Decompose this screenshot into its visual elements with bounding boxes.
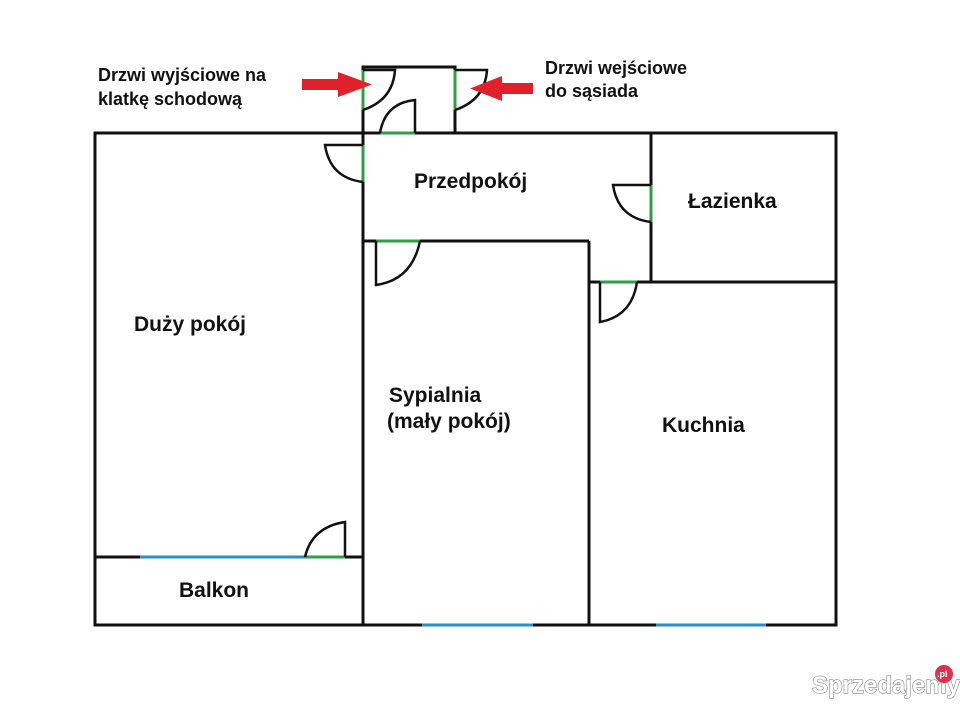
room-label-kitchen: Kuchnia xyxy=(662,414,745,437)
exit-door-arrow xyxy=(302,72,372,97)
balcony-door-swing xyxy=(303,520,347,558)
room-label-bathroom: Łazienka xyxy=(688,190,777,213)
neighbor-door-arrow xyxy=(470,76,533,101)
room-label-bedroom-line2: (mały pokój) xyxy=(387,410,511,433)
exit-door-label-line1: Drzwi wyjściowe na xyxy=(98,65,267,85)
neighbor-door-swing xyxy=(454,68,489,112)
exit-door-label-line2: klatkę schodową xyxy=(98,89,243,109)
windows xyxy=(140,555,766,627)
room-label-hallway: Przedpokój xyxy=(414,170,527,193)
watermark: Sprzedajemy .pl xyxy=(811,665,960,700)
walls xyxy=(93,65,838,627)
room-label-bedroom-line1: Sypialnia xyxy=(389,384,482,407)
bathroom-door-swing xyxy=(611,183,652,224)
room-label-balcony: Balkon xyxy=(179,579,249,602)
watermark-badge-text: .pl xyxy=(937,669,948,679)
door-swings xyxy=(303,68,652,558)
room-label-living-room: Duży pokój xyxy=(134,313,246,336)
watermark-badge xyxy=(935,665,953,683)
neighbor-door-label-line1: Drzwi wejściowe xyxy=(545,58,687,78)
bedroom-door-swing xyxy=(374,240,422,287)
neighbor-door-label-line2: do sąsiada xyxy=(545,81,639,101)
watermark-text: Sprzedajemy xyxy=(812,672,960,699)
living-room-door-swing xyxy=(323,143,364,184)
exit-door-swing xyxy=(362,68,397,112)
arrows xyxy=(302,72,533,101)
outer-wall xyxy=(93,65,838,627)
vestibule-door-swing xyxy=(378,98,417,134)
kitchen-door-swing xyxy=(598,281,639,324)
door-openings xyxy=(305,70,653,559)
